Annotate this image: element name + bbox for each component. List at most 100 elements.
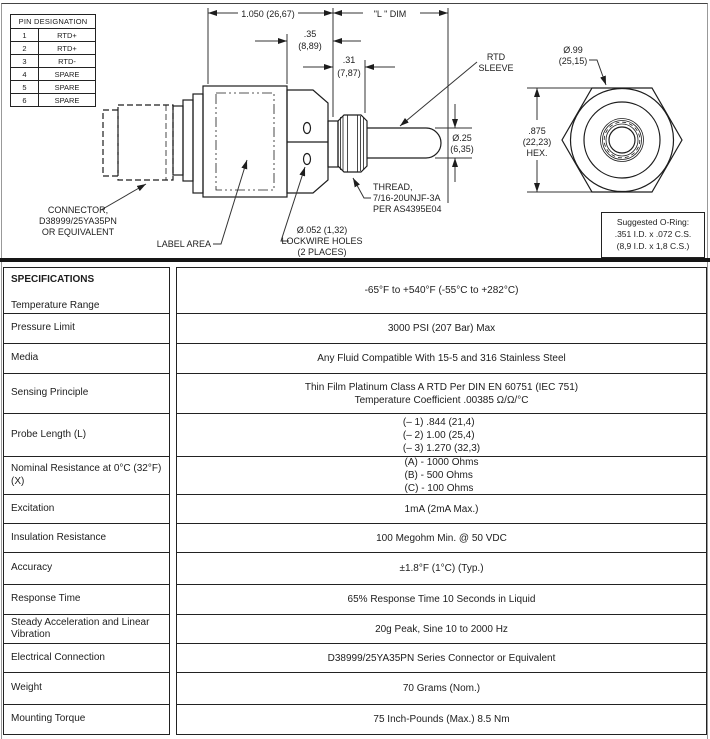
spec-row: Mounting Torque 75 Inch-Pounds (Max.) 8.… bbox=[3, 705, 707, 735]
dim-end-dia-in: Ø.99 bbox=[563, 45, 583, 55]
label-lockwire-2: LOCKWIRE HOLES bbox=[281, 236, 362, 246]
spec-value: 20g Peak, Sine 10 to 2000 Hz bbox=[176, 615, 707, 644]
oring-line: Suggested O-Ring: bbox=[616, 217, 690, 228]
label-connector-2: D38999/25YA35PN bbox=[39, 216, 117, 226]
pin-function: SPARE bbox=[38, 93, 96, 107]
spec-label: Temperature Range bbox=[11, 299, 100, 311]
pin-table-title: PIN DESIGNATION bbox=[10, 14, 96, 29]
label-connector-3: OR EQUIVALENT bbox=[42, 227, 115, 237]
dim-hex-word: HEX. bbox=[526, 148, 547, 158]
spec-row: Steady Acceleration and Linear Vibration… bbox=[3, 615, 707, 644]
label-thread-1: THREAD, bbox=[373, 182, 413, 192]
spec-label: Steady Acceleration and Linear Vibration bbox=[11, 616, 150, 641]
spec-value: 3000 PSI (207 Bar) Max bbox=[176, 314, 707, 344]
lockwire-hole-upper bbox=[302, 121, 312, 135]
spec-label: Pressure Limit bbox=[11, 322, 75, 334]
sensor-body bbox=[202, 85, 288, 198]
dim-35-mm: (8,89) bbox=[298, 41, 322, 51]
pin-number: 2 bbox=[10, 41, 39, 55]
spec-value: (A) - 1000 Ohms (B) - 500 Ohms (C) - 100… bbox=[176, 457, 707, 495]
label-label-area: LABEL AREA bbox=[157, 239, 211, 249]
pin-function: RTD+ bbox=[38, 28, 96, 42]
spec-label: Electrical Connection bbox=[11, 651, 105, 663]
connector-leader bbox=[100, 183, 147, 211]
spec-label: Media bbox=[11, 352, 39, 364]
dim-hex-mm: (22,23) bbox=[523, 137, 552, 147]
spec-value: ±1.8°F (1°C) (Typ.) bbox=[176, 553, 707, 585]
extension-lines bbox=[207, 8, 600, 203]
pin-number: 4 bbox=[10, 67, 39, 81]
dim-body-length: 1.050 (26,67) bbox=[241, 9, 295, 19]
spec-label: Probe Length (L) bbox=[11, 428, 87, 440]
pin-function: SPARE bbox=[38, 67, 96, 81]
oring-suggestion-box: Suggested O-Ring: .351 I.D. x .072 C.S. … bbox=[601, 212, 705, 258]
dim-31-mm: (7,87) bbox=[337, 68, 361, 78]
label-lockwire-3: (2 PLACES) bbox=[297, 247, 346, 257]
dim-l: "L " DIM bbox=[374, 9, 407, 19]
spec-row: Accuracy ±1.8°F (1°C) (Typ.) bbox=[3, 553, 707, 585]
spec-header: SPECIFICATIONS bbox=[11, 274, 95, 285]
technical-drawing: 1.050 (26,67) "L " DIM .35 (8,89) .31 (7… bbox=[39, 8, 683, 257]
thread-nut bbox=[327, 114, 368, 173]
spec-label: Insulation Resistance bbox=[11, 531, 107, 543]
end-dia-leader bbox=[589, 59, 607, 86]
spec-row: Pressure Limit 3000 PSI (207 Bar) Max bbox=[3, 314, 707, 344]
spec-row: Probe Length (L) (– 1) .844 (21,4) (– 2)… bbox=[3, 414, 707, 457]
spec-value: D38999/25YA35PN Series Connector or Equi… bbox=[176, 644, 707, 673]
spec-row: SPECIFICATIONS Temperature Range -65°F t… bbox=[3, 267, 707, 314]
spec-value: (– 1) .844 (21,4) (– 2) 1.00 (25,4) (– 3… bbox=[176, 414, 707, 457]
dim-35-in: .35 bbox=[304, 29, 317, 39]
spec-value: 75 Inch-Pounds (Max.) 8.5 Nm bbox=[176, 705, 707, 735]
spec-value: Any Fluid Compatible With 15-5 and 316 S… bbox=[176, 344, 707, 374]
lockwire-leader bbox=[280, 166, 306, 242]
specifications-table: SPECIFICATIONS Temperature Range -65°F t… bbox=[3, 267, 707, 735]
spec-row: Sensing Principle Thin Film Platinum Cla… bbox=[3, 374, 707, 414]
dim-end-dia-mm: (25,15) bbox=[559, 56, 588, 66]
pin-number: 6 bbox=[10, 93, 39, 107]
label-area-leader bbox=[213, 159, 248, 245]
oring-line: .351 I.D. x .072 C.S. bbox=[614, 229, 692, 240]
leader-lines bbox=[100, 59, 607, 245]
label-connector-1: CONNECTOR, bbox=[48, 205, 108, 215]
pin-number: 1 bbox=[10, 28, 39, 42]
spec-row: Media Any Fluid Compatible With 15-5 and… bbox=[3, 344, 707, 374]
label-rtd-2: SLEEVE bbox=[478, 63, 513, 73]
spec-row: Response Time 65% Response Time 10 Secon… bbox=[3, 585, 707, 615]
spec-label: Response Time bbox=[11, 593, 81, 605]
section-divider bbox=[0, 258, 710, 262]
spec-label: Weight bbox=[11, 682, 42, 694]
dimension-lines bbox=[208, 10, 540, 192]
spec-row: Nominal Resistance at 0°C (32°F)(X) (A) … bbox=[3, 457, 707, 495]
dim-hex-in: .875 bbox=[528, 126, 546, 136]
end-view bbox=[561, 87, 683, 193]
spec-label: Accuracy bbox=[11, 562, 53, 574]
pin-number: 3 bbox=[10, 54, 39, 68]
spec-value: -65°F to +540°F (-55°C to +282°C) bbox=[176, 267, 707, 314]
spec-value: 65% Response Time 10 Seconds in Liquid bbox=[176, 585, 707, 615]
label-rtd-1: RTD bbox=[487, 52, 506, 62]
rtd-probe bbox=[367, 127, 442, 159]
spec-value: 70 Grams (Nom.) bbox=[176, 673, 707, 705]
spec-row: Excitation 1mA (2mA Max.) bbox=[3, 495, 707, 524]
spec-label: Excitation bbox=[11, 502, 55, 514]
pin-function: RTD- bbox=[38, 54, 96, 68]
label-area-outline bbox=[215, 92, 275, 191]
dim-probe-dia-in: Ø.25 bbox=[452, 133, 472, 143]
spec-row: Insulation Resistance 100 Megohm Min. @ … bbox=[3, 524, 707, 553]
connector-outline bbox=[102, 104, 174, 181]
label-lockwire-1: Ø.052 (1,32) bbox=[297, 225, 348, 235]
dim-probe-dia-mm: (6,35) bbox=[450, 144, 474, 154]
label-thread-2: 7/16-20UNJF-3A bbox=[373, 193, 441, 203]
pin-function: SPARE bbox=[38, 80, 96, 94]
lockwire-hole-lower bbox=[302, 152, 312, 166]
pin-function: RTD+ bbox=[38, 41, 96, 55]
label-thread-3: PER AS4395E04 bbox=[373, 204, 442, 214]
spec-row: Weight 70 Grams (Nom.) bbox=[3, 673, 707, 705]
spec-value: 100 Megohm Min. @ 50 VDC bbox=[176, 524, 707, 553]
adapter-rings bbox=[172, 93, 204, 194]
